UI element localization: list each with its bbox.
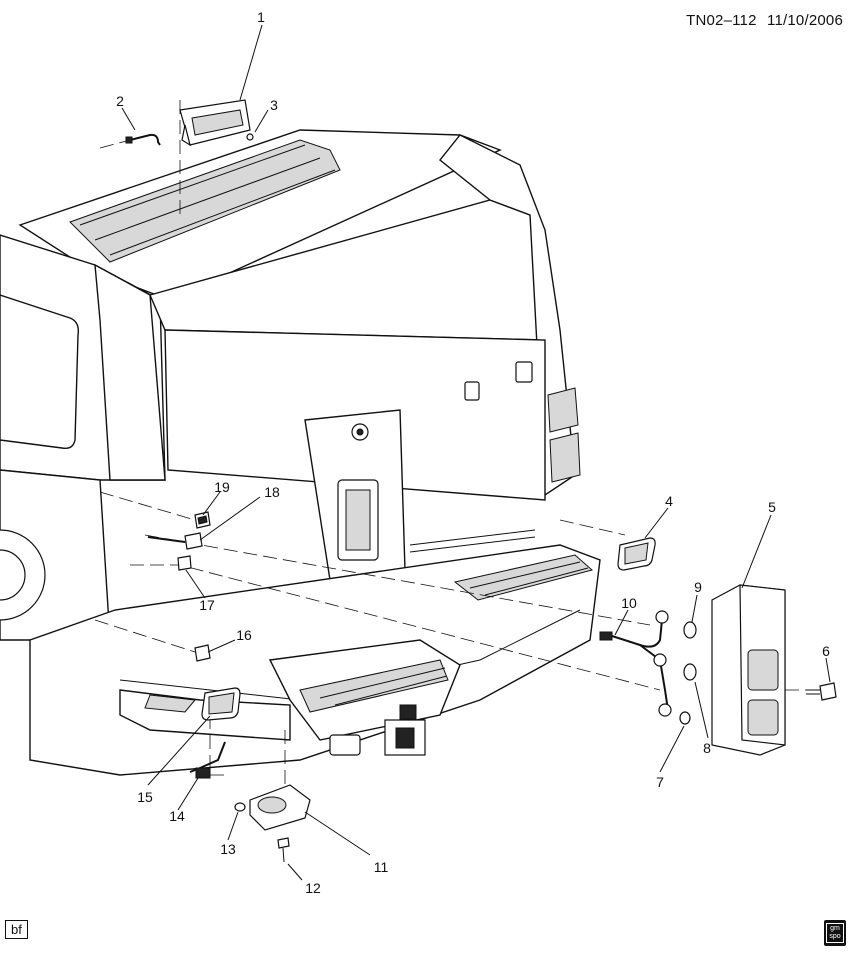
callout-labels: 1 2 3 4 5 6 7 8 9 10 11 12 13 14 15 16 1… [116,9,830,896]
callout-2: 2 [116,93,124,109]
vehicle-rear-body [0,129,601,776]
bumper-reflector [201,687,241,721]
license-lamp-bulb [234,802,246,812]
callout-11: 11 [374,859,389,875]
callout-13: 13 [220,841,236,857]
callout-18: 18 [264,484,280,500]
callout-8: 8 [703,740,711,756]
callout-15: 15 [137,789,153,805]
tail-lamp-assembly [711,584,786,756]
license-plate-lamp [249,784,311,831]
logo-text-gm: gm [830,925,840,932]
chmsl-wiring-harness [125,133,161,146]
footer-code-box: bf [5,920,28,939]
callout-3: 3 [270,97,278,113]
drawing-number: TN02–112 [686,12,757,29]
tail-lamp-wiring-harness [599,610,672,717]
side-reflector [617,537,656,571]
harness-clip [177,555,192,571]
callout-4: 4 [665,493,673,509]
callout-12: 12 [305,880,321,896]
drawing-id: TN02–112 11/10/2006 [680,12,843,29]
callout-5: 5 [768,499,776,515]
logo-text-spo: spo [829,933,841,940]
leader-lines [121,24,831,881]
callout-1: 1 [257,9,265,25]
drawing-date: 11/10/2006 [767,12,843,29]
license-lamp-screw [277,837,290,863]
parts [125,99,837,863]
gm-spo-logo-icon: gm spo [824,920,846,946]
callout-19: 19 [214,479,230,495]
tail-lamp-bolt [806,682,837,701]
harness-retainer [194,511,211,529]
callout-14: 14 [169,808,185,824]
chmsl-screw [246,133,254,141]
tail-lamp-bulbs [679,621,697,725]
callout-10: 10 [621,595,637,611]
license-lamp-harness [189,741,226,779]
center-high-mount-stop-lamp [179,99,251,147]
callout-9: 9 [694,579,702,595]
callout-17: 17 [199,597,215,613]
callout-16: 16 [236,627,252,643]
reflector-clip [194,644,211,662]
harness-connector [147,532,203,550]
callout-6: 6 [822,643,830,659]
callout-7: 7 [656,774,664,790]
